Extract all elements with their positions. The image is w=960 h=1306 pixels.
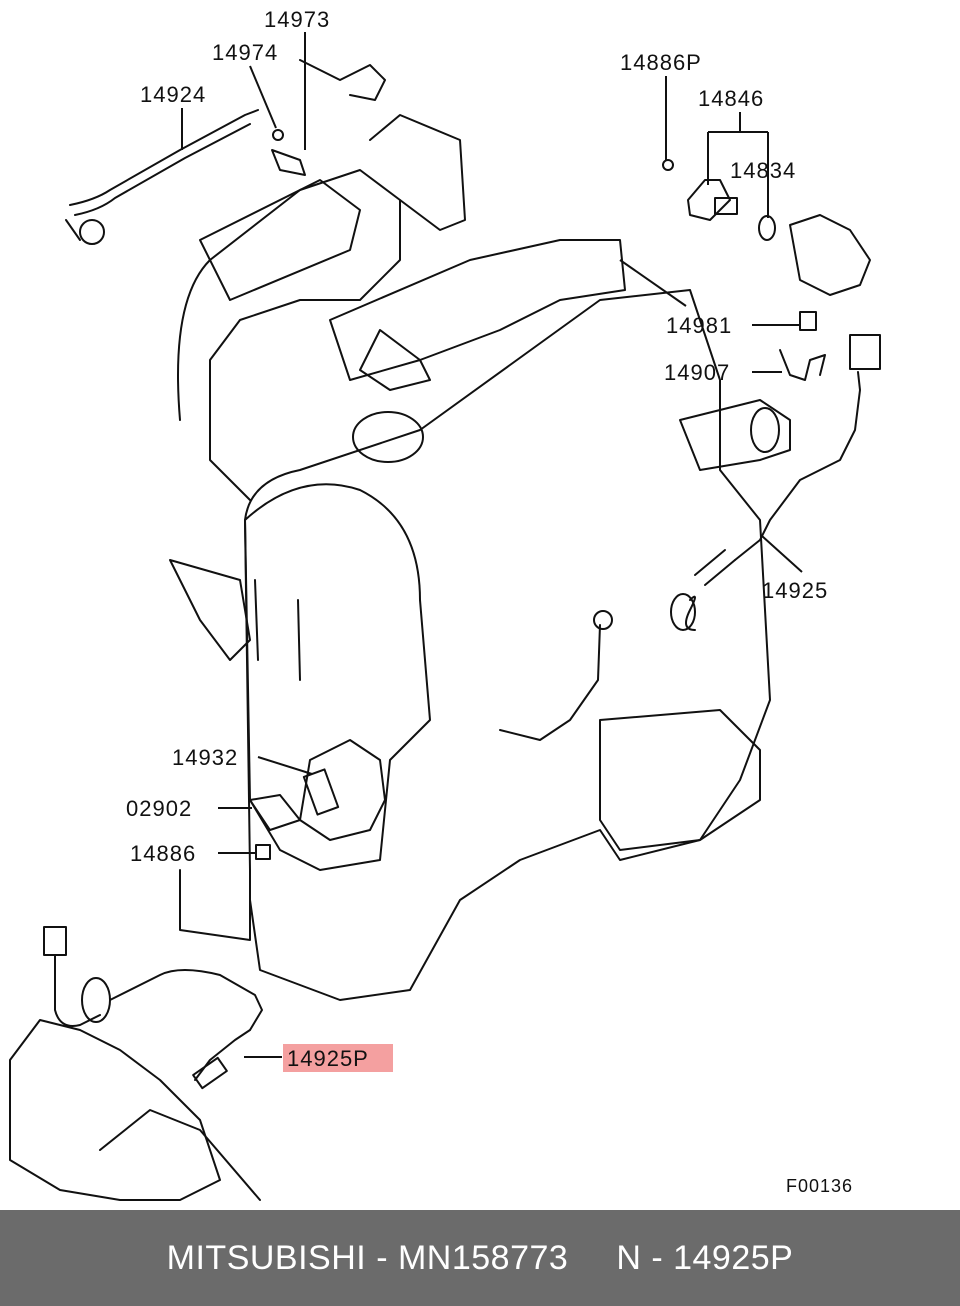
- footer-ref-separator: -: [651, 1238, 664, 1277]
- label-14907[interactable]: 14907: [664, 360, 730, 385]
- label-14846[interactable]: 14846: [698, 86, 764, 111]
- label-14973[interactable]: 14973: [264, 7, 330, 32]
- footer-ref-code: 14925P: [673, 1238, 794, 1277]
- figure-code: F00136: [786, 1176, 853, 1196]
- label-02902[interactable]: 02902: [126, 796, 192, 821]
- footer-separator: [366, 1239, 376, 1278]
- label-14924[interactable]: 14924: [140, 82, 206, 107]
- footer-space-2: [641, 1239, 651, 1278]
- leader-lines: [181, 32, 803, 1058]
- footer-space: [388, 1239, 398, 1278]
- highlight-box: [283, 1044, 393, 1072]
- label-14981[interactable]: 14981: [666, 313, 732, 338]
- parts-diagram: 14973 14974 14924 14886P 14846 14834 149…: [9, 7, 881, 1201]
- engine-drawing: [9, 59, 881, 1201]
- footer-ref-prefix: N: [616, 1238, 642, 1277]
- footer-space-3: [663, 1239, 673, 1278]
- label-14834[interactable]: 14834: [730, 158, 796, 183]
- label-14925[interactable]: 14925: [762, 578, 828, 603]
- footer-bar: MITSUBISHI - MN158773 N - 14925P: [0, 1210, 960, 1306]
- footer-brand: MITSUBISHI: [166, 1238, 367, 1277]
- label-14974[interactable]: 14974: [212, 40, 278, 65]
- label-14932[interactable]: 14932: [172, 745, 238, 770]
- label-14925p[interactable]: 14925P: [287, 1046, 369, 1071]
- label-14886p[interactable]: 14886P: [620, 50, 702, 75]
- callout-labels: 14973 14974 14924 14886P 14846 14834 149…: [126, 7, 853, 1196]
- footer-part-number: MN158773: [397, 1238, 569, 1277]
- label-14886[interactable]: 14886: [130, 841, 196, 866]
- footer-separator-dash: -: [376, 1238, 389, 1277]
